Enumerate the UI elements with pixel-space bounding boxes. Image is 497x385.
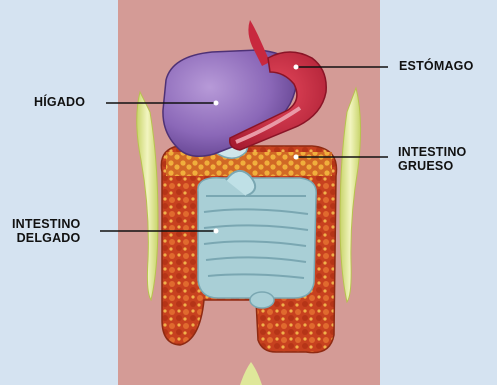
- label-small-intestine: INTESTINO DELGADO: [12, 217, 80, 245]
- small-intestine: [198, 171, 316, 308]
- label-small-intestine-line1: INTESTINO: [12, 217, 80, 231]
- dot-small-intestine: [214, 229, 219, 234]
- dot-liver: [214, 101, 219, 106]
- label-small-intestine-line2: DELGADO: [12, 231, 80, 245]
- label-liver-text: HÍGADO: [34, 95, 85, 109]
- label-large-intestine: INTESTINO GRUESO: [398, 145, 466, 173]
- label-stomach-text: ESTÓMAGO: [399, 59, 474, 73]
- label-stomach: ESTÓMAGO: [399, 59, 474, 73]
- dot-stomach: [294, 65, 299, 70]
- label-large-intestine-line2: GRUESO: [398, 159, 466, 173]
- dot-large-intestine: [294, 155, 299, 160]
- label-large-intestine-line1: INTESTINO: [398, 145, 466, 159]
- label-liver: HÍGADO: [34, 95, 85, 109]
